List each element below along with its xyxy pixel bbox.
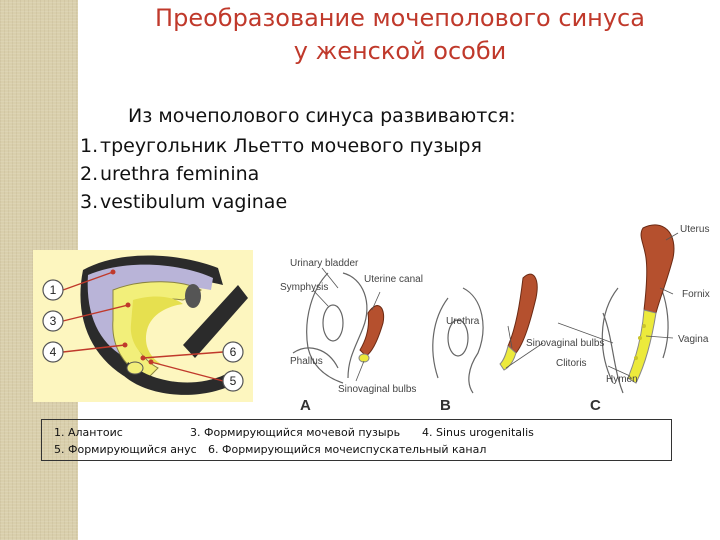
marker-6: 6 <box>230 345 237 359</box>
label-phallus: Phallus <box>290 356 323 367</box>
label-urinary-bladder: Urinary bladder <box>290 258 359 269</box>
caption-item-4: 4. Sinus urogenitalis <box>422 426 534 439</box>
label-clitoris: Clitoris <box>556 358 587 369</box>
label-fornix: Fornix <box>682 289 710 300</box>
marker-1: 1 <box>50 283 57 297</box>
panel-label-b: B <box>440 397 451 414</box>
list-item: 1.треугольник Льетто мочевого пузыря <box>80 135 482 157</box>
label-uterus: Uterus <box>680 224 709 235</box>
page-title: Преобразование мочеполового синуса у жен… <box>80 2 720 68</box>
title-line-1: Преобразование мочеполового синуса <box>155 4 645 32</box>
derivatives-list: 1.треугольник Льетто мочевого пузыря 2.u… <box>80 132 482 216</box>
embryo-sinus-diagram: 1 3 4 6 5 <box>33 250 253 402</box>
label-urethra: Urethra <box>446 316 480 327</box>
intro-text: Из мочеполового синуса развиваются: <box>128 105 516 127</box>
list-item: 3.vestibulum vaginae <box>80 191 288 213</box>
label-symphysis: Symphysis <box>280 282 328 293</box>
marker-3: 3 <box>50 314 57 328</box>
label-sinovaginal-bulbs-a: Sinovaginal bulbs <box>338 384 416 395</box>
title-line-2: у женской особи <box>293 37 507 65</box>
panel-label-c: C <box>590 397 601 414</box>
panel-label-a: A <box>300 397 311 414</box>
development-panels-illustration: Urinary bladder Symphysis Uterine canal … <box>280 224 710 414</box>
label-sinovaginal-bulbs-b: Sinovaginal bulbs <box>526 338 604 349</box>
caption-item-5: 5. Формирующийся анус <box>54 443 197 456</box>
marker-4: 4 <box>50 345 57 359</box>
label-vagina: Vagina <box>678 334 709 345</box>
caption-item-3: 3. Формирующийся мочевой пузырь <box>190 426 401 439</box>
caption-item-6: 6. Формирующийся мочеиспускательный кана… <box>208 443 487 456</box>
development-panels-diagram: Urinary bladder Symphysis Uterine canal … <box>268 218 720 414</box>
caption-item-1: 1. Алантоис <box>54 426 123 439</box>
marker-5: 5 <box>230 374 237 388</box>
list-item: 2.urethra feminina <box>80 163 260 185</box>
figure-caption-box: 1. Алантоис 3. Формирующийся мочевой пуз… <box>41 419 672 461</box>
label-hymen: Hymen <box>606 374 638 385</box>
embryo-sinus-illustration: 1 3 4 6 5 <box>42 255 248 395</box>
label-uterine-canal: Uterine canal <box>364 274 423 285</box>
